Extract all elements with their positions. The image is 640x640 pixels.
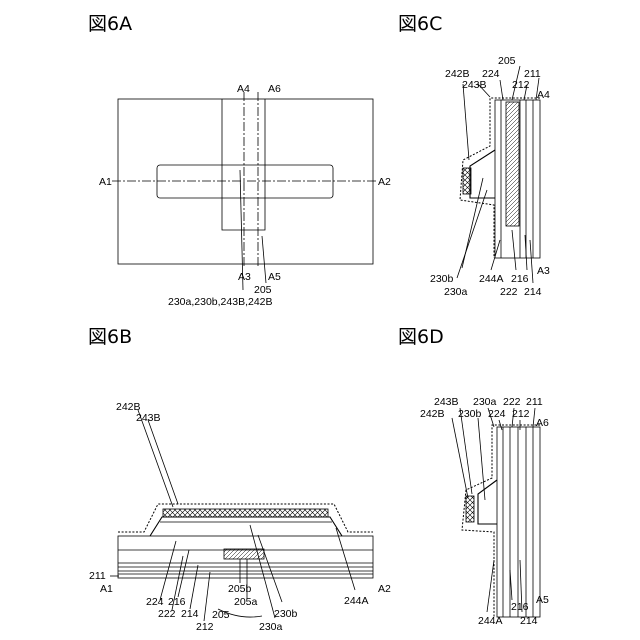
substrate-outline — [118, 99, 373, 264]
label-214-b: 214 — [181, 608, 199, 620]
figure-6c: 図6C 205 242B 224 211 243B 212 A4 230b 23… — [398, 13, 550, 298]
label-214-d: 214 — [520, 615, 538, 627]
label-230a-b: 230a — [259, 621, 283, 633]
label-212-c: 212 — [512, 79, 530, 91]
label-211-b: 211 — [89, 570, 106, 582]
label-a5-d: A5 — [536, 594, 549, 606]
bump-230-c — [470, 150, 495, 198]
label-205-b: 205 — [212, 609, 230, 621]
label-230b-c: 230b — [430, 273, 454, 285]
label-230b-d: 230b — [458, 408, 482, 420]
fig6c-title: 図6C — [398, 13, 442, 35]
bump-230-d — [478, 480, 497, 524]
label-a3: A3 — [238, 271, 251, 283]
label-a3-c: A3 — [537, 265, 550, 277]
label-216-c: 216 — [511, 273, 529, 285]
label-243b-c: 243B — [462, 79, 487, 91]
bump-230-b — [150, 517, 342, 536]
label-230b-b: 230b — [274, 608, 298, 620]
label-205a-b: 205a — [234, 596, 258, 608]
label-212-d: 212 — [512, 408, 530, 420]
label-222-b: 222 — [158, 608, 176, 620]
label-a1-b: A1 — [100, 583, 113, 595]
electrode-205-c — [506, 102, 519, 226]
label-a6: A6 — [268, 83, 281, 95]
label-216-b: 216 — [168, 596, 186, 608]
vertical-strip — [222, 99, 265, 230]
cap-242b-b — [163, 509, 328, 517]
label-212-b: 212 — [196, 621, 214, 633]
cap-242b-c — [463, 168, 471, 194]
fig6d-title: 図6D — [398, 326, 444, 348]
label-243b-d: 243B — [434, 396, 459, 408]
label-a4: A4 — [237, 83, 250, 95]
encap-243b-b — [118, 504, 373, 532]
label-230-group: 230a,230b,243B,242B — [168, 296, 273, 308]
label-205-c: 205 — [498, 55, 516, 67]
label-205b-b: 205b — [228, 583, 252, 595]
label-214-c: 214 — [524, 286, 542, 298]
label-230a-c: 230a — [444, 286, 468, 298]
label-211-d: 211 — [526, 396, 543, 408]
fig6b-title: 図6B — [88, 326, 132, 348]
figure-6d: 図6D 243B 230a 222 211 242B 230b 224 212 … — [398, 326, 549, 627]
label-244a-c: 244A — [479, 273, 504, 285]
fig6a-title: 図6A — [88, 13, 132, 35]
label-243b-b: 243B — [136, 412, 161, 424]
figure-6a: 図6A A4 A6 A1 A2 A3 A5 205 230a,230b,243B… — [88, 13, 391, 308]
label-224-d: 224 — [488, 408, 506, 420]
label-a5: A5 — [268, 271, 281, 283]
cap-242b-d — [466, 496, 474, 522]
label-244a-b: 244A — [344, 595, 369, 607]
label-a1: A1 — [99, 176, 112, 188]
label-222-c: 222 — [500, 286, 518, 298]
label-a6-d: A6 — [536, 417, 549, 429]
leader-205 — [262, 236, 266, 283]
label-a4-c: A4 — [537, 89, 550, 101]
label-224-b: 224 — [146, 596, 164, 608]
label-242b-d: 242B — [420, 408, 445, 420]
label-a2: A2 — [378, 176, 391, 188]
label-205: 205 — [254, 284, 272, 296]
figure-6b: 図6B 242B 243B 211 A1 A2 224 216 — [88, 326, 391, 633]
label-222-d: 222 — [503, 396, 521, 408]
horizontal-pad — [157, 165, 333, 198]
layer-stack-d — [497, 427, 540, 617]
label-230a-d: 230a — [473, 396, 497, 408]
label-244a-d: 244A — [478, 615, 503, 627]
label-216-d: 216 — [511, 601, 529, 613]
label-a2-b: A2 — [378, 583, 391, 595]
